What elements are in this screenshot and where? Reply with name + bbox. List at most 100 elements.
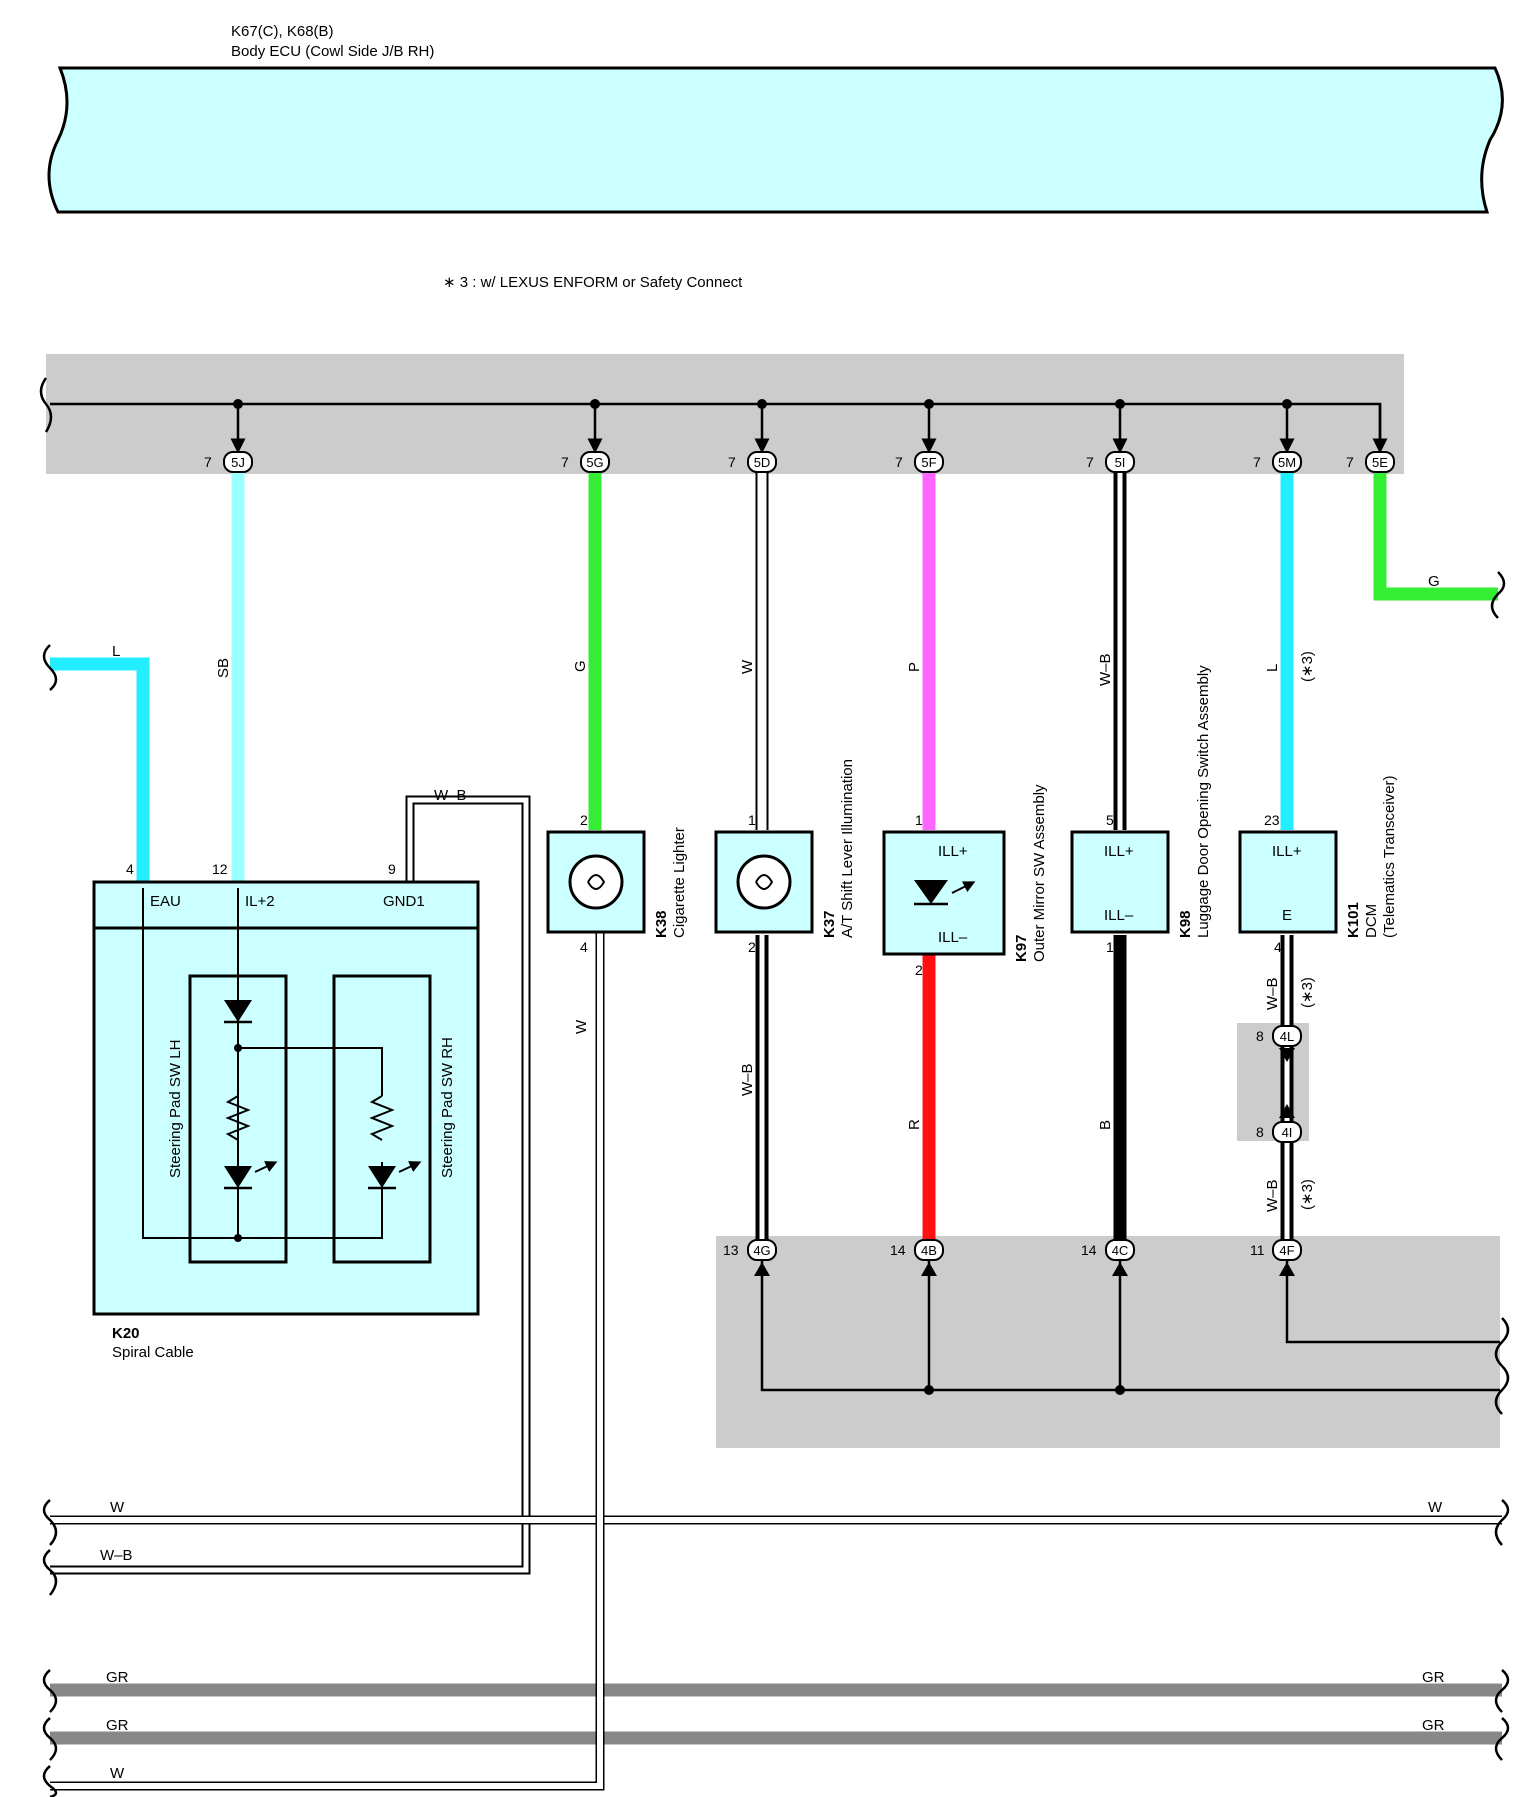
svg-text:K101: K101 (1345, 902, 1362, 938)
svg-text:K37: K37 (821, 910, 838, 938)
svg-text:Steering Pad SW LH: Steering Pad SW LH (167, 1040, 184, 1178)
svg-text:K98: K98 (1177, 910, 1194, 938)
svg-text:W–B: W–B (1097, 653, 1114, 686)
svg-text:GR: GR (1422, 1717, 1445, 1734)
svg-text:5G: 5G (586, 455, 603, 470)
svg-text:8: 8 (1256, 1124, 1264, 1140)
svg-text:4: 4 (126, 861, 134, 877)
svg-text:Cigarette Lighter: Cigarette Lighter (671, 827, 688, 938)
connector-5f: 5F 7 (895, 404, 944, 473)
svg-text:1: 1 (915, 812, 923, 828)
svg-text:GR: GR (106, 1669, 129, 1686)
svg-text:1: 1 (748, 812, 756, 828)
svg-text:7: 7 (895, 454, 903, 470)
svg-text:5: 5 (1106, 812, 1114, 828)
connector-4c: 4C 14 (1081, 1239, 1135, 1276)
k101-dcm: ILL+ E 23 4 K101 DCM (Telematics Transce… (1238, 775, 1398, 955)
bus-labels: W W W–B GR GR GR GR W (100, 1499, 1445, 1782)
connector-4g: 4G 13 (723, 1239, 777, 1276)
top-connectors: 5J 7 5G 7 5D 7 5F 7 5I 7 (204, 404, 1395, 473)
svg-text:5E: 5E (1372, 455, 1388, 470)
svg-text:11: 11 (1250, 1242, 1265, 1258)
svg-text:GR: GR (1422, 1669, 1445, 1686)
svg-text:E: E (1282, 907, 1292, 924)
svg-text:L: L (1264, 664, 1281, 672)
k20-spiral-cable: 4 12 9 EAU IL+2 GND1 Steering Pad SW LH … (92, 861, 480, 1361)
svg-text:2: 2 (748, 939, 756, 955)
connector-4b: 4B 14 (890, 1239, 944, 1276)
wire-labels: SB G W P W–B L (∗3) G L W–B W W–B R B W–… (112, 573, 1440, 1212)
svg-text:K38: K38 (653, 910, 670, 938)
svg-text:7: 7 (728, 454, 736, 470)
svg-text:13: 13 (723, 1242, 739, 1258)
svg-text:4I: 4I (1282, 1125, 1293, 1140)
connector-5d: 5D 7 (728, 404, 777, 473)
svg-text:(∗3): (∗3) (1299, 977, 1316, 1008)
svg-text:4: 4 (1274, 939, 1282, 955)
connector-4l: 4L 8 (1256, 1025, 1302, 1062)
svg-text:7: 7 (1086, 454, 1094, 470)
svg-text:ILL+: ILL+ (938, 843, 968, 860)
connector-5g: 5G 7 (561, 404, 610, 473)
svg-text:W–B: W–B (739, 1063, 756, 1096)
svg-text:(∗3): (∗3) (1299, 651, 1316, 682)
connector-5i: 5I 7 (1086, 404, 1135, 473)
k98-luggage-door-switch: ILL+ ILL– 5 1 K98 Luggage Door Opening S… (1070, 665, 1212, 955)
svg-text:4B: 4B (921, 1243, 937, 1258)
svg-text:2: 2 (580, 812, 588, 828)
svg-text:W: W (573, 1019, 590, 1034)
svg-text:7: 7 (1346, 454, 1354, 470)
svg-text:2: 2 (915, 962, 923, 978)
wire-wb-gnd (50, 795, 531, 1575)
svg-text:K20: K20 (112, 1325, 140, 1342)
svg-text:Luggage Door Opening Switch As: Luggage Door Opening Switch Assembly (1195, 665, 1212, 938)
svg-text:5J: 5J (231, 455, 245, 470)
svg-text:5D: 5D (754, 455, 771, 470)
connector-5j: 5J 7 (204, 404, 253, 473)
svg-text:W–B: W–B (1264, 1179, 1281, 1212)
svg-text:ILL+: ILL+ (1272, 843, 1302, 860)
body-ecu-banner: K67(C), K68(B) Body ECU (Cowl Side J/B R… (47, 23, 1504, 214)
svg-text:W–B: W–B (1264, 977, 1281, 1010)
svg-text:Steering Pad SW RH: Steering Pad SW RH (439, 1037, 456, 1178)
junction-block-top (46, 354, 1404, 474)
svg-text:5M: 5M (1278, 455, 1296, 470)
svg-text:4F: 4F (1279, 1243, 1294, 1258)
svg-text:4: 4 (580, 939, 588, 955)
svg-text:4G: 4G (753, 1243, 770, 1258)
svg-text:W–B: W–B (434, 787, 467, 804)
svg-text:R: R (906, 1119, 923, 1130)
svg-text:K97: K97 (1013, 934, 1030, 962)
svg-text:B: B (1097, 1120, 1114, 1130)
svg-text:P: P (906, 662, 923, 672)
k97-outer-mirror-sw: ILL+ ILL– 1 2 K97 Outer Mirror SW Assemb… (882, 784, 1048, 978)
svg-text:8: 8 (1256, 1028, 1264, 1044)
svg-text:1: 1 (1106, 939, 1114, 955)
svg-text:Outer Mirror SW Assembly: Outer Mirror SW Assembly (1031, 784, 1048, 962)
svg-text:DCM: DCM (1363, 904, 1380, 938)
connector-5m: 5M 7 (1253, 404, 1302, 473)
bottom-connectors: 4G 13 4B 14 4C 14 4F 11 4L 8 (723, 1025, 1302, 1276)
svg-text:(Telematics Transceiver): (Telematics Transceiver) (1381, 775, 1398, 938)
bus-lines (50, 930, 1502, 1791)
svg-text:5F: 5F (921, 455, 936, 470)
svg-text:A/T Shift Lever Illumination: A/T Shift Lever Illumination (839, 759, 856, 938)
ecu-name: Body ECU (Cowl Side J/B RH) (231, 43, 434, 60)
svg-text:7: 7 (561, 454, 569, 470)
svg-text:4L: 4L (1280, 1029, 1294, 1044)
k38-cigarette-lighter: 2 4 K38 Cigarette Lighter (546, 812, 688, 955)
k37-shift-lever-illumination: 1 2 K37 A/T Shift Lever Illumination (714, 759, 856, 955)
svg-text:23: 23 (1264, 812, 1280, 828)
svg-text:EAU: EAU (150, 893, 181, 910)
svg-text:Spiral Cable: Spiral Cable (112, 1344, 194, 1361)
svg-text:(∗3): (∗3) (1299, 1179, 1316, 1210)
footnote: ∗ 3 : w/ LEXUS ENFORM or Safety Connect (443, 274, 743, 291)
ecu-code: K67(C), K68(B) (231, 23, 334, 40)
svg-text:14: 14 (890, 1242, 906, 1258)
connector-4f: 4F 11 (1250, 1239, 1302, 1276)
svg-text:ILL+: ILL+ (1104, 843, 1134, 860)
svg-text:W: W (110, 1765, 125, 1782)
svg-text:W–B: W–B (100, 1547, 133, 1564)
connector-5e: 5E 7 (1346, 404, 1395, 473)
